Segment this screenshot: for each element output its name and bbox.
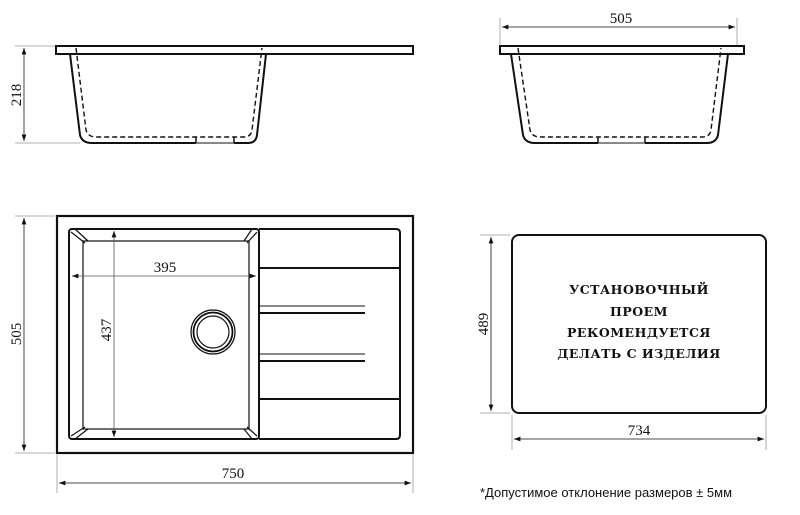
top-view: 395 437 505 750 [9, 214, 415, 493]
cutout-height-dimension: 489 [476, 313, 492, 336]
top-width-dimension: 750 [222, 466, 245, 482]
cutout-note-line-1: УСТАНОВОЧНЫЙ [569, 281, 709, 297]
cutout-note-line-2: ПРОЕМ [610, 304, 668, 319]
bowl-height-dimension: 437 [99, 318, 115, 341]
bowl-width-dimension: 395 [154, 260, 177, 276]
top-height-dimension: 505 [9, 323, 25, 346]
side-height-dimension: 218 [9, 84, 25, 107]
side-view-left: 218 [9, 45, 414, 144]
side-width-dimension: 505 [610, 11, 633, 27]
drain-icon [190, 309, 236, 355]
side-view-right: 505 [499, 11, 745, 144]
cutout-template: УСТАНОВОЧНЫЙ ПРОЕМ РЕКОМЕНДУЕТСЯ ДЕЛАТЬ … [476, 234, 767, 450]
tolerance-footnote: *Допустимое отклонение размеров ± 5мм [480, 485, 733, 500]
cutout-width-dimension: 734 [628, 423, 651, 439]
cutout-note-line-3: РЕКОМЕНДУЕТСЯ [567, 325, 711, 340]
cutout-note-line-4: ДЕЛАТЬ С ИЗДЕЛИЯ [557, 346, 721, 361]
